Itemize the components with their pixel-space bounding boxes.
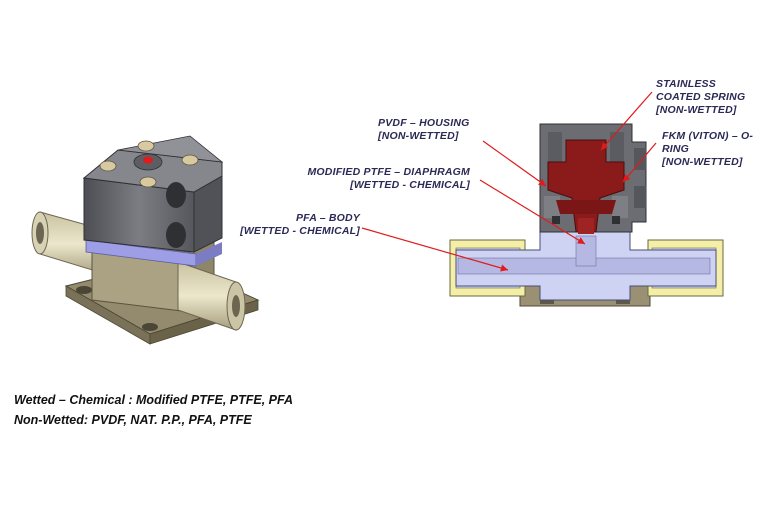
callout-oring-line3: [NON-WETTED] (662, 156, 743, 168)
callout-housing-line2: [NON-WETTED] (378, 130, 459, 142)
callout-oring-line1: FKM (VITON) – O- (662, 130, 754, 142)
arrow-housing (482, 140, 547, 187)
arrow-spring (600, 91, 653, 151)
callout-spring-line1: STAINLESS (656, 78, 716, 90)
callout-housing-line1: PVDF – HOUSING (378, 117, 470, 129)
valve-3d-illustration (31, 135, 260, 345)
arrow-body (361, 227, 509, 272)
arrow-diaphragm (479, 179, 586, 245)
callout-pfa-body: PFA – BODY [WETTED - CHEMICAL] (232, 212, 360, 238)
legend-wetted-materials: Wetted – Chemical : Modified PTFE, PTFE,… (14, 393, 293, 407)
leader-lines (361, 91, 657, 272)
callout-body-line2: [WETTED - CHEMICAL] (240, 225, 360, 237)
callout-fkm-oring: FKM (VITON) – O- RING [NON-WETTED] (662, 130, 753, 169)
arrow-oring (622, 142, 657, 183)
callout-diaphragm-line2: [WETTED - CHEMICAL] (350, 179, 470, 191)
callout-modified-ptfe-diaphragm: MODIFIED PTFE – DIAPHRAGM [WETTED - CHEM… (300, 166, 470, 192)
callout-oring-line2: RING (662, 143, 690, 155)
callout-spring-line3: [NON-WETTED] (656, 104, 737, 116)
callout-stainless-coated-spring: STAINLESS COATED SPRING [NON-WETTED] (656, 78, 745, 117)
valve-cross-section-illustration (449, 123, 724, 307)
callout-body-line1: PFA – BODY (295, 212, 360, 224)
callout-pvdf-housing: PVDF – HOUSING [NON-WETTED] (378, 117, 469, 143)
callout-diaphragm-line1: MODIFIED PTFE – DIAPHRAGM (307, 166, 470, 178)
legend-non-wetted-materials: Non-Wetted: PVDF, NAT. P.P., PFA, PTFE (14, 413, 252, 427)
callout-spring-line2: COATED SPRING (656, 91, 746, 103)
